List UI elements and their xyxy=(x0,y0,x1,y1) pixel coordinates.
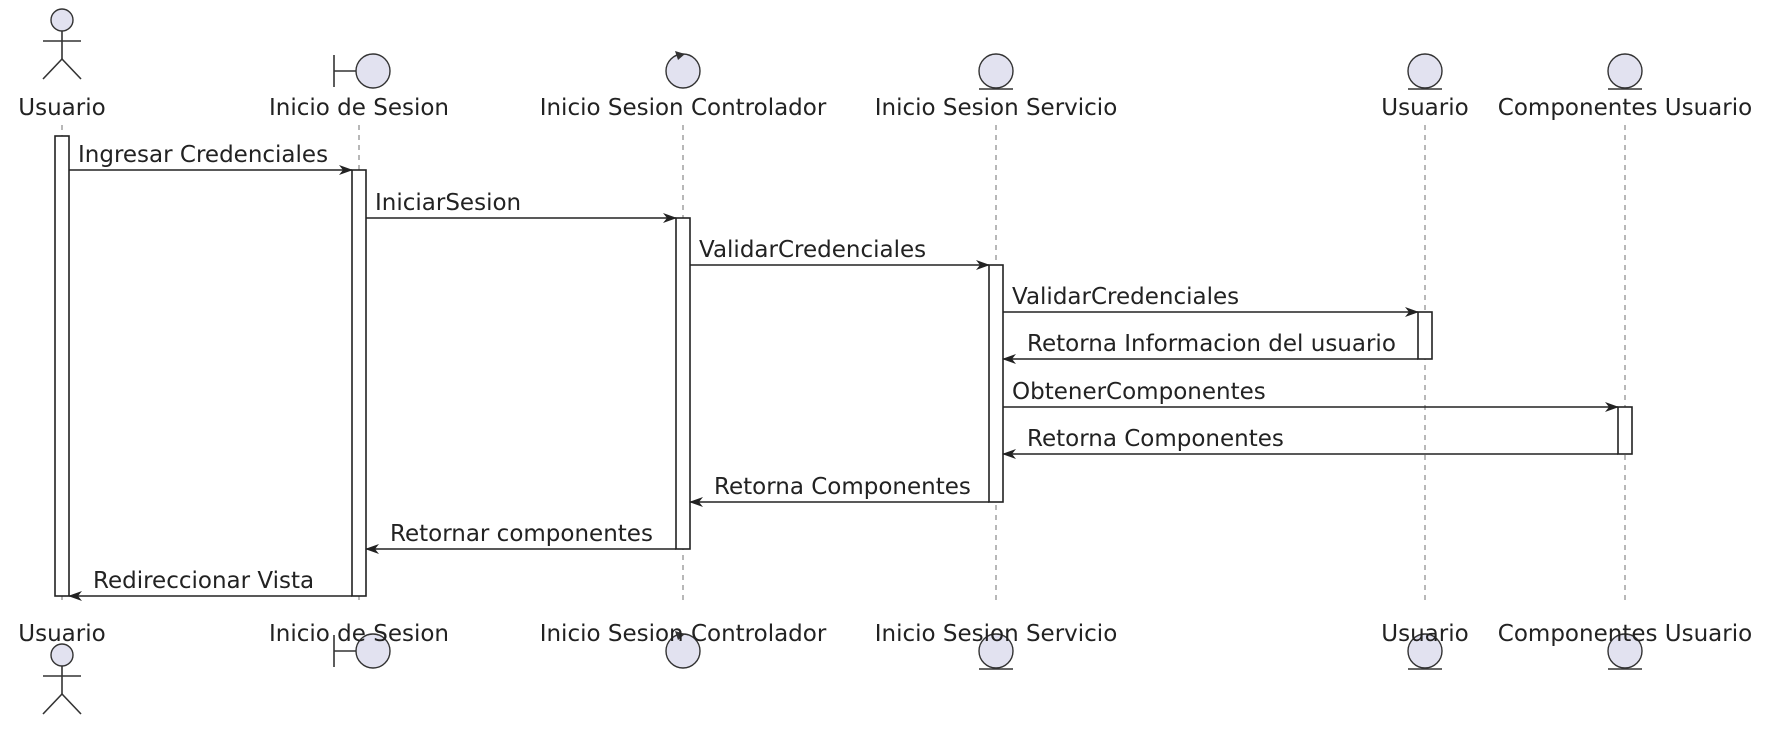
message-1: Ingresar Credenciales xyxy=(69,142,353,175)
entity-icon xyxy=(1607,53,1643,90)
message-7: Retorna Componentes xyxy=(1002,426,1618,459)
participant-label: Componentes Usuario xyxy=(1498,95,1752,121)
message-label: Redireccionar Vista xyxy=(93,568,314,594)
actor-icon xyxy=(42,643,82,715)
boundary-icon xyxy=(333,633,391,669)
participant-top-componentes: Componentes Usuario xyxy=(1498,53,1752,121)
participant-label: Inicio Sesion Controlador xyxy=(540,621,827,647)
messages: Ingresar CredencialesIniciarSesionValida… xyxy=(68,142,1619,601)
activation-bar-componentes xyxy=(1617,406,1633,455)
message-label: Retorna Componentes xyxy=(714,474,971,500)
participant-label: Componentes Usuario xyxy=(1498,621,1752,647)
participant-top-usuario_entity: Usuario xyxy=(1381,53,1469,121)
participant-bottom-controlador: Inicio Sesion Controlador xyxy=(540,621,827,669)
activation-bar-inicio_sesion xyxy=(351,169,367,597)
message-label: IniciarSesion xyxy=(375,190,521,216)
participant-top-inicio_sesion: Inicio de Sesion xyxy=(269,53,449,121)
message-label: ValidarCredenciales xyxy=(699,237,926,263)
message-10: Redireccionar Vista xyxy=(68,568,352,601)
boundary-icon xyxy=(333,53,391,89)
participant-label: Usuario xyxy=(18,621,105,647)
control-icon xyxy=(665,51,701,89)
participant-label: Inicio de Sesion xyxy=(269,621,449,647)
activation-bar-usuario_entity xyxy=(1417,311,1433,360)
activation-bar-servicio xyxy=(988,264,1004,503)
activation-bar-usuario_actor xyxy=(54,135,70,597)
participant-label: Inicio Sesion Servicio xyxy=(875,621,1118,647)
participant-heads-top: Usuario Inicio de Sesion Inicio Sesion Con… xyxy=(18,8,1752,121)
participant-top-servicio: Inicio Sesion Servicio xyxy=(875,53,1118,121)
participant-label: Usuario xyxy=(1381,621,1468,647)
participant-bottom-usuario_entity: Usuario xyxy=(1381,621,1469,670)
message-label: ValidarCredenciales xyxy=(1012,284,1239,310)
entity-icon xyxy=(1607,633,1643,670)
entity-icon xyxy=(1407,53,1443,90)
activation-bar-controlador xyxy=(675,217,691,550)
entity-icon xyxy=(978,633,1014,670)
actor-icon xyxy=(42,8,82,80)
participant-top-controlador: Inicio Sesion Controlador xyxy=(540,51,827,121)
participant-top-usuario_actor: Usuario xyxy=(18,8,106,121)
entity-icon xyxy=(978,53,1014,90)
message-4: ValidarCredenciales xyxy=(1003,284,1419,317)
participant-heads-bottom: Usuario Inicio de Sesion Inicio Sesion Con… xyxy=(18,621,1752,715)
participant-label: Inicio Sesion Controlador xyxy=(540,95,827,121)
message-3: ValidarCredenciales xyxy=(690,237,990,270)
activation-bars xyxy=(54,135,1633,597)
participant-bottom-inicio_sesion: Inicio de Sesion xyxy=(269,621,449,669)
participant-bottom-usuario_actor: Usuario xyxy=(18,621,106,715)
entity-icon xyxy=(1407,633,1443,670)
lifelines xyxy=(61,125,1626,605)
message-2: IniciarSesion xyxy=(366,190,677,223)
participant-label: Inicio de Sesion xyxy=(269,95,449,121)
participant-label: Usuario xyxy=(18,95,105,121)
participant-label: Inicio Sesion Servicio xyxy=(875,95,1118,121)
message-8: Retorna Componentes xyxy=(689,474,989,507)
message-label: Retorna Componentes xyxy=(1027,426,1284,452)
message-label: Retornar componentes xyxy=(390,521,653,547)
participant-bottom-servicio: Inicio Sesion Servicio xyxy=(875,621,1118,670)
message-label: Ingresar Credenciales xyxy=(78,142,328,168)
participant-label: Usuario xyxy=(1381,95,1468,121)
message-9: Retornar componentes xyxy=(365,521,676,554)
message-5: Retorna Informacion del usuario xyxy=(1002,331,1418,364)
message-6: ObtenerComponentes xyxy=(1003,379,1619,412)
message-label: ObtenerComponentes xyxy=(1012,379,1266,405)
participant-bottom-componentes: Componentes Usuario xyxy=(1498,621,1752,670)
message-label: Retorna Informacion del usuario xyxy=(1027,331,1396,357)
control-icon xyxy=(665,631,701,669)
